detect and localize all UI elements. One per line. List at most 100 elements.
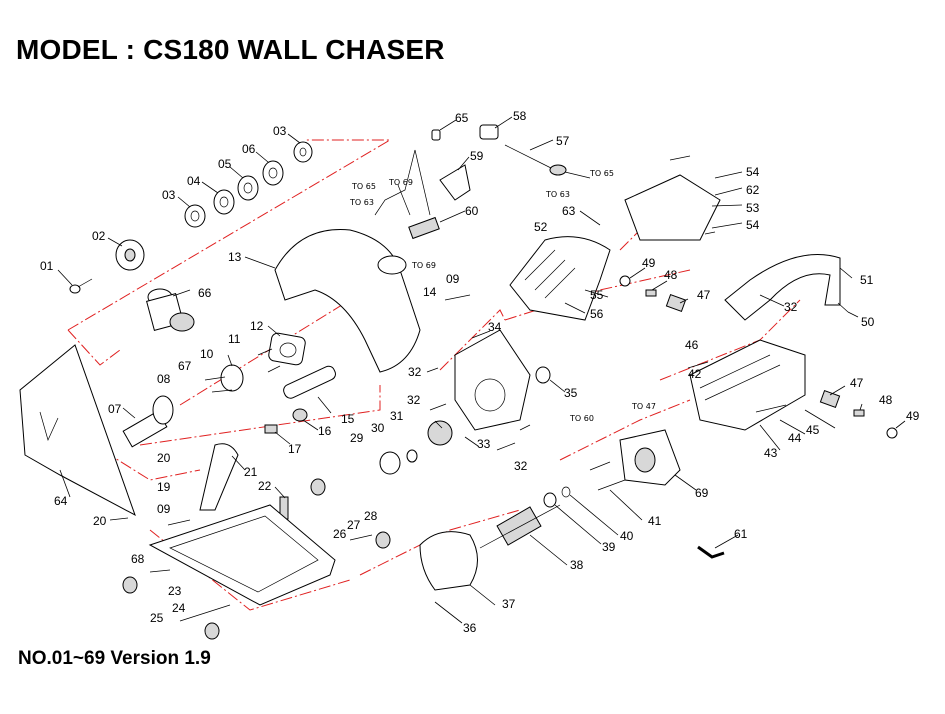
to-label-3: TO 63	[349, 198, 374, 207]
label-48b: 48	[879, 393, 893, 407]
label-29: 29	[350, 431, 364, 445]
label-38: 38	[570, 558, 584, 572]
ring-30-icon	[406, 449, 418, 463]
label-22: 22	[258, 479, 272, 493]
label-04: 04	[187, 174, 201, 188]
label-37: 37	[502, 597, 516, 611]
label-13: 13	[228, 250, 242, 264]
capacitor-60-icon	[408, 216, 440, 240]
label-35: 35	[564, 386, 578, 400]
label-56: 56	[590, 307, 604, 321]
nut-16-icon	[292, 408, 308, 422]
label-03b: 03	[273, 124, 287, 138]
flange-02-icon	[115, 239, 145, 271]
label-09a: 09	[446, 272, 460, 286]
label-12: 12	[250, 319, 264, 333]
label-25: 25	[150, 611, 164, 625]
label-27: 27	[347, 518, 361, 532]
armature-38-icon	[479, 504, 561, 549]
brush-holder-47a-icon	[665, 293, 687, 313]
label-49b: 49	[906, 409, 920, 423]
label-52: 52	[534, 220, 548, 234]
wheel-28-icon	[375, 531, 391, 549]
label-14: 14	[423, 285, 437, 299]
spindle-07-icon	[122, 395, 174, 448]
screws-icon	[149, 155, 849, 622]
cap-49b-icon	[886, 427, 898, 439]
label-10: 10	[200, 347, 214, 361]
label-39: 39	[602, 540, 616, 554]
label-53: 53	[746, 201, 760, 215]
label-67: 67	[178, 359, 192, 373]
to-label-8: TO 47	[631, 402, 656, 411]
label-23: 23	[168, 584, 182, 598]
label-32b: 32	[408, 365, 422, 379]
to-label-7: TO 60	[569, 414, 594, 423]
part-labels: 01 02 03 04 05 06 03 07 08 09 09 10 11 1…	[40, 109, 920, 635]
label-09b: 09	[157, 502, 171, 516]
terminal-65-icon	[431, 129, 441, 141]
label-26: 26	[333, 527, 347, 541]
label-58: 58	[513, 109, 527, 123]
label-06: 06	[242, 142, 256, 156]
label-44: 44	[788, 431, 802, 445]
wiring-icon	[374, 149, 431, 216]
screw-01-icon	[69, 278, 93, 294]
label-15: 15	[341, 412, 355, 426]
to-label-6: TO 65	[589, 169, 614, 178]
bearing-plate-12-icon	[268, 332, 306, 366]
label-11: 11	[228, 332, 241, 346]
label-45: 45	[806, 423, 820, 437]
label-34: 34	[488, 320, 502, 334]
blade-cover-21-icon	[199, 443, 239, 511]
label-31: 31	[390, 409, 404, 423]
label-55: 55	[590, 288, 604, 302]
label-21: 21	[244, 465, 258, 479]
version-footer: NO.01~69 Version 1.9	[18, 648, 211, 669]
wiring-callouts: TO 65 TO 69 TO 63 TO 69 TO 63 TO 65 TO 6…	[349, 169, 656, 423]
label-42: 42	[688, 367, 702, 381]
label-07: 07	[108, 402, 122, 416]
wheel-68-icon	[122, 576, 138, 594]
leader-lines	[57, 116, 906, 624]
label-47a: 47	[697, 288, 711, 302]
label-48a: 48	[664, 268, 678, 282]
bearing-35-icon	[535, 366, 551, 384]
label-16: 16	[318, 424, 332, 438]
label-32a: 32	[407, 393, 421, 407]
label-28: 28	[364, 509, 378, 523]
label-54a: 54	[746, 165, 760, 179]
shaft-15-icon	[283, 365, 336, 399]
label-59: 59	[470, 149, 484, 163]
motor-housing-43-icon	[689, 339, 806, 431]
gearbox-34-icon	[454, 329, 531, 431]
label-57: 57	[556, 134, 570, 148]
label-66: 66	[198, 286, 212, 300]
label-60: 60	[465, 204, 479, 218]
label-40: 40	[620, 529, 634, 543]
label-32c: 32	[514, 459, 528, 473]
to-label-2: TO 69	[388, 178, 413, 187]
switch-housing-62-icon	[624, 174, 721, 241]
label-20a: 20	[157, 451, 171, 465]
label-65: 65	[455, 111, 469, 125]
label-01: 01	[40, 259, 54, 273]
bearing-29-icon	[379, 451, 401, 475]
label-63: 63	[562, 204, 576, 218]
label-69: 69	[695, 486, 709, 500]
label-49a: 49	[642, 256, 656, 270]
label-08: 08	[157, 372, 171, 386]
cable-clamp-58-icon	[479, 124, 499, 140]
blade-guard-64-icon	[19, 344, 136, 517]
label-50: 50	[861, 315, 875, 329]
brush-holder-47b-icon	[819, 389, 841, 409]
label-61: 61	[734, 527, 748, 541]
baffle-37-icon	[419, 531, 478, 591]
label-02: 02	[92, 229, 106, 243]
to-label-1: TO 65	[351, 182, 376, 191]
gear-31-icon	[427, 420, 453, 446]
label-68: 68	[131, 552, 145, 566]
label-24: 24	[172, 601, 186, 615]
label-62: 62	[746, 183, 760, 197]
